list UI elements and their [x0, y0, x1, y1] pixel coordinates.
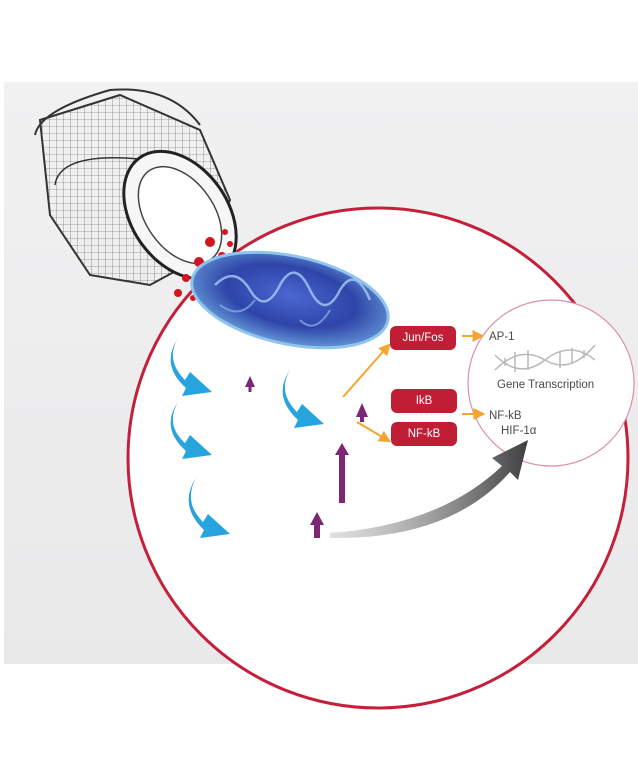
mitochondrion-icon — [190, 250, 390, 350]
nfkb-box: NF-kB — [391, 422, 457, 446]
label-ros: ROS- — [325, 412, 354, 424]
label-mitochondria: Mitochondria — [193, 349, 259, 361]
label-hif1a: HIF-1α — [501, 425, 537, 437]
purple-arrows — [245, 376, 368, 538]
cyan-arrows — [170, 338, 324, 538]
label-na-k-atpase: NA⁺, K⁺-ATPase — [217, 474, 304, 486]
label-ca-na-antiporter: CA²⁺/NA⁺ Antiporter — [217, 442, 321, 454]
label-gene-transcription: Gene Transcription — [497, 379, 595, 391]
label-na-h-antiporter: NA⁺/H⁺ Antiporter — [217, 459, 310, 471]
label-ca-pump: CA²⁺ Pump — [217, 490, 277, 502]
label-ap1: AP-1 — [489, 331, 515, 343]
gene-circle — [467, 299, 635, 467]
label-delta-ca-k: ΔCA²⁺, K⁺ — [240, 515, 294, 527]
orange-arrows — [342, 330, 486, 443]
label-delta-camp-ph: ΔcAMP, ΔpH — [240, 531, 306, 543]
gray-swoosh-arrow — [330, 440, 528, 539]
jun-fos-box: Jun/Fos — [390, 326, 456, 350]
label-nfkb: NF-kB — [489, 410, 522, 422]
label-atp: ATP — [217, 377, 239, 389]
ikb-box: IkB — [391, 389, 457, 413]
dna-helix-icon — [494, 344, 596, 372]
label-no: NO — [325, 398, 343, 410]
